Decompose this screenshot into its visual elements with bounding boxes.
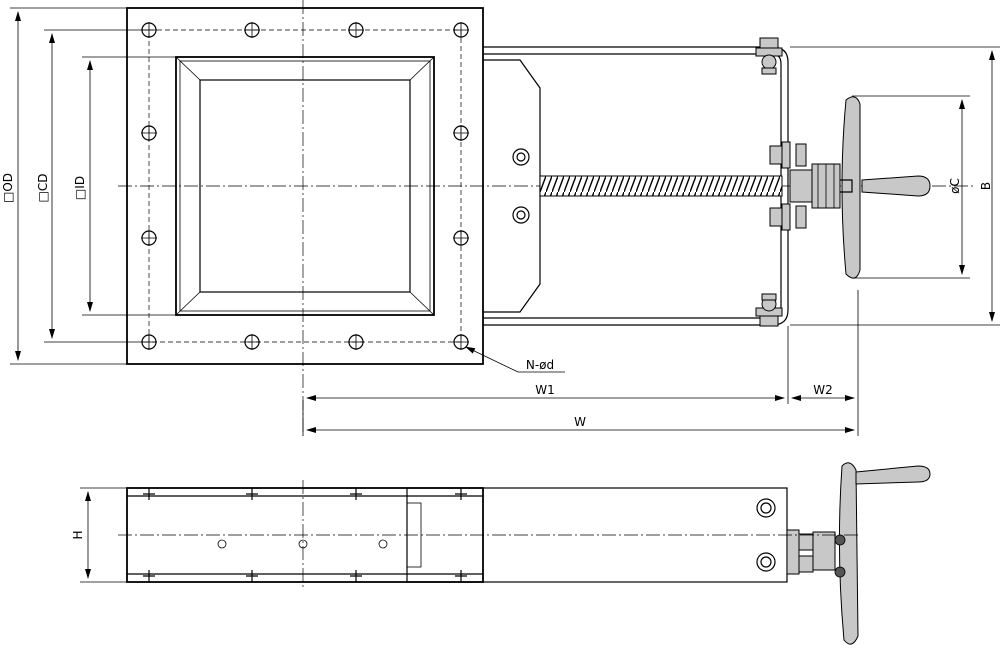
od-label: □OD <box>1 173 15 203</box>
handwheel-rim <box>841 96 861 279</box>
yoke-bolts <box>755 37 807 327</box>
h-label: H <box>71 530 85 539</box>
cd-label: □CD <box>36 174 50 203</box>
side-view: H <box>71 462 931 645</box>
crank-handle <box>861 175 931 197</box>
w1-label: W1 <box>535 383 555 397</box>
side-crank-handle <box>855 465 931 485</box>
id-label: □ID <box>73 176 87 200</box>
c-label: øC <box>948 178 962 194</box>
b-label: B <box>979 182 993 190</box>
top-view: □OD □CD □ID B øC W1 W2 W N-ød <box>1 0 1000 436</box>
side-handwheel <box>838 462 859 645</box>
w-label: W <box>574 415 586 429</box>
w2-label: W2 <box>813 383 833 397</box>
holes-label: N-ød <box>526 358 554 372</box>
threaded-stem <box>539 175 783 197</box>
